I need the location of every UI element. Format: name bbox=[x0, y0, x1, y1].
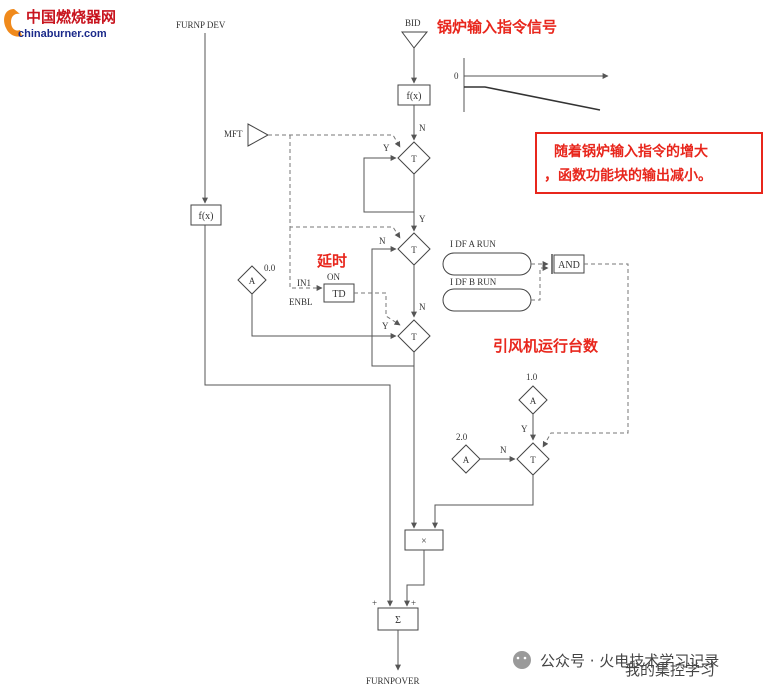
logo-en-text: chinaburner.com bbox=[18, 28, 107, 40]
t2-y-label: Y bbox=[419, 214, 426, 224]
t1-label: T bbox=[411, 154, 417, 164]
note-line-2: ，函数功能块的输出减小。 bbox=[544, 167, 712, 184]
watermark-overlay: 我的集控学习 bbox=[625, 661, 715, 679]
wire-idf-b-to-and bbox=[531, 265, 549, 301]
note-box bbox=[535, 132, 763, 194]
mft-input-triangle bbox=[247, 123, 270, 147]
t2-n-label: N bbox=[379, 236, 386, 246]
idf-a-run-input bbox=[442, 252, 532, 276]
analog-zero-label: A bbox=[249, 276, 256, 286]
wechat-icon bbox=[513, 651, 531, 669]
wire-t1-feedback bbox=[363, 155, 415, 213]
td-enbl-label: ENBL bbox=[289, 297, 313, 307]
logo-cn-text: 中国燃烧器网 bbox=[26, 8, 116, 26]
wire-td-to-t3 bbox=[354, 292, 401, 326]
and-label: AND bbox=[558, 260, 580, 271]
flame-logo-icon bbox=[4, 9, 23, 37]
annotation-delay: 延时 bbox=[316, 252, 347, 270]
note-line-1: 随着锅炉输入指令的增大 bbox=[554, 143, 708, 160]
sum-label: Σ bbox=[395, 615, 401, 626]
annotation-boiler-input: 锅炉输入指令信号 bbox=[437, 18, 557, 36]
label-mft: MFT bbox=[224, 129, 243, 139]
multiply-label: × bbox=[421, 536, 427, 547]
wire-mft-to-t1 bbox=[268, 134, 401, 148]
function-curve-plot: 0 bbox=[454, 58, 609, 112]
analog-two-label: A bbox=[463, 455, 470, 465]
t4-y-label: Y bbox=[521, 424, 528, 434]
wire-mft-to-t2 bbox=[289, 135, 401, 239]
annotation-fan-count: 引风机运行台数 bbox=[493, 337, 599, 355]
fx-bid-label: f(x) bbox=[407, 91, 422, 102]
t3-y-label: Y bbox=[382, 321, 389, 331]
label-furnp-dev: FURNP DEV bbox=[176, 20, 226, 30]
t1-n-label: N bbox=[419, 123, 426, 133]
bid-input-triangle bbox=[401, 31, 429, 49]
label-bid: BID bbox=[405, 18, 421, 28]
fx-block-left bbox=[190, 204, 222, 226]
sum-plus-right: + bbox=[411, 598, 416, 608]
wire-multiply-to-sum bbox=[404, 550, 425, 607]
t2-label: T bbox=[411, 245, 417, 255]
analog-one-value: 1.0 bbox=[526, 372, 538, 382]
td-on-label: ON bbox=[327, 272, 340, 282]
label-furnpover: FURNPOVER bbox=[366, 676, 420, 686]
analog-one-label: A bbox=[530, 396, 537, 406]
wire-and-to-t4 bbox=[542, 263, 629, 448]
watermark-text: 公众号 · 火电技术学习记录 bbox=[540, 652, 719, 670]
label-idf-b-run: I DF B RUN bbox=[450, 277, 497, 287]
t3-label: T bbox=[411, 332, 417, 342]
analog-block-two bbox=[451, 444, 481, 474]
wechat-watermark: 公众号 · 火电技术学习记录 我的集控学习 bbox=[513, 651, 719, 679]
t1-y-label: Y bbox=[383, 143, 390, 153]
fx-left-label: f(x) bbox=[199, 211, 214, 222]
wire-fx-left-to-sum bbox=[204, 225, 393, 607]
wire-analog-zero-to-t3 bbox=[251, 294, 397, 339]
wire-t4-to-multiply bbox=[432, 475, 534, 529]
label-idf-a-run: I DF A RUN bbox=[450, 239, 496, 249]
idf-b-run-input bbox=[442, 288, 532, 312]
analog-zero-value: 0.0 bbox=[264, 263, 276, 273]
t3-n-label: N bbox=[419, 302, 426, 312]
t4-n-label: N bbox=[500, 445, 507, 455]
analog-two-value: 2.0 bbox=[456, 432, 468, 442]
td-in1-label: IN1 bbox=[297, 278, 311, 288]
curve-line bbox=[464, 86, 601, 111]
curve-zero-label: 0 bbox=[454, 71, 459, 81]
wire-t3-feedback bbox=[371, 246, 415, 367]
chinaburner-logo: 中国燃烧器网 chinaburner.com bbox=[4, 8, 116, 40]
t4-label: T bbox=[530, 455, 536, 465]
sum-plus-left: + bbox=[372, 598, 377, 608]
td-label: TD bbox=[332, 289, 345, 300]
